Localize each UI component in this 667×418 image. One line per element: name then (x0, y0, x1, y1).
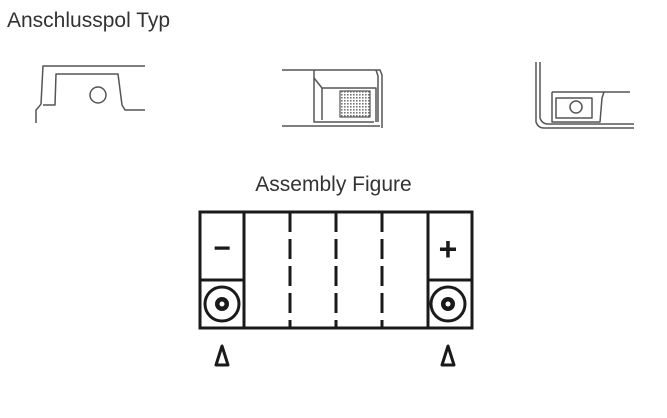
assembly-figure-title: Assembly Figure (255, 173, 412, 196)
positive-pointer-arrow (440, 344, 456, 367)
terminal-type-2-diagram (282, 69, 383, 128)
terminal-type-heading: Anschlusspol Typ (7, 9, 171, 32)
positive-terminal-post (429, 285, 467, 323)
battery-assembly-diagram: − + (198, 210, 474, 367)
terminal-type-1-diagram (35, 65, 145, 123)
terminal-type-3-diagram (535, 62, 634, 129)
negative-symbol: − (213, 232, 231, 265)
negative-pointer-arrow (214, 344, 230, 367)
positive-symbol: + (439, 231, 458, 267)
negative-terminal-post (203, 285, 241, 323)
